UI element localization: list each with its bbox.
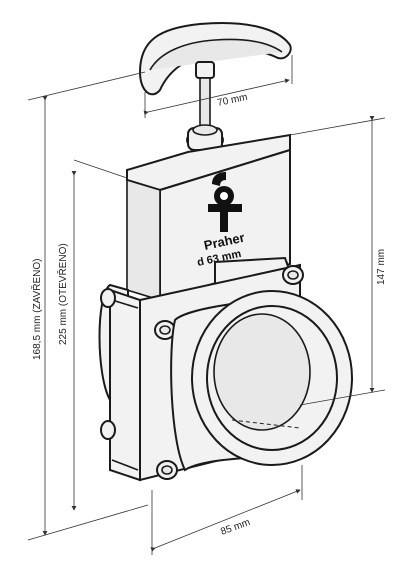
height-open-label: 225 mm (OTEVŘENO) — [56, 243, 69, 345]
bolt-icon — [100, 288, 116, 308]
dimension-overall-height: 168,5 mm (ZAVŘENO) 225 mm (OTEVŘENO) — [27, 71, 149, 541]
bolts — [100, 265, 304, 480]
praher-logo-icon — [208, 172, 242, 232]
gate-height-label: 147 mm — [376, 249, 387, 285]
t-handle — [138, 22, 292, 96]
dimension-body-length: 85 mm — [150, 465, 303, 555]
bolt-icon — [100, 420, 116, 440]
handle-width-label: 70 mm — [216, 92, 248, 109]
dimension-gate-height: 147 mm — [289, 116, 387, 406]
front-socket — [170, 290, 353, 472]
height-closed-label: 168,5 mm (ZAVŘENO) — [30, 259, 43, 361]
